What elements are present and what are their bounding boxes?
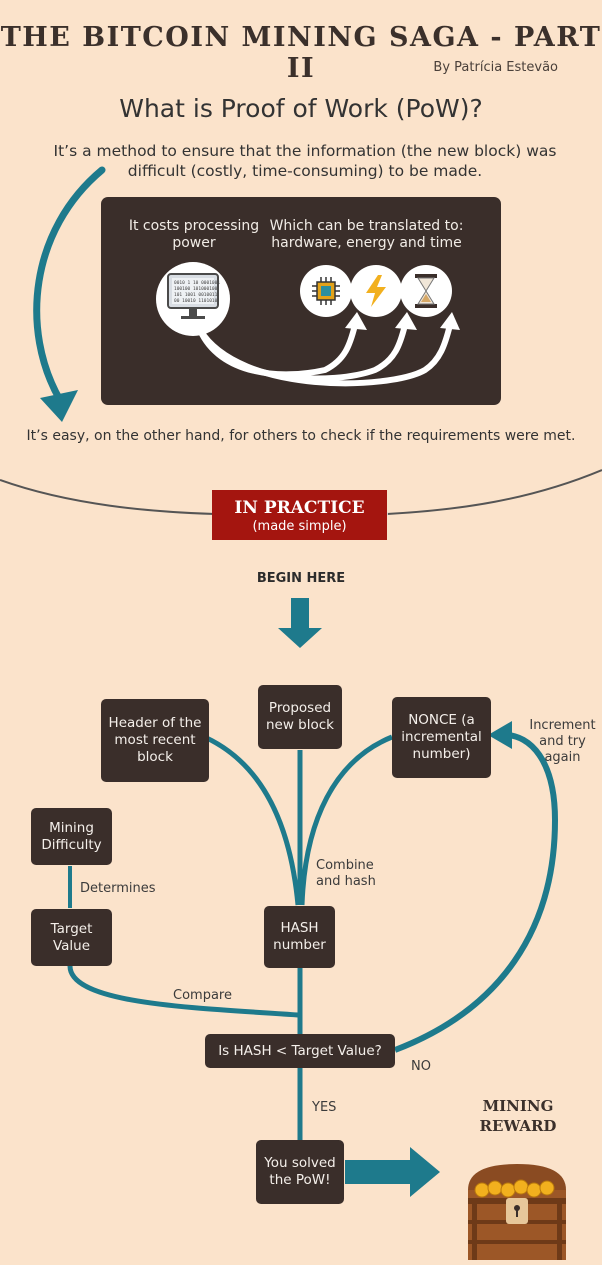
monitor-binary-line-4: 00 10010 1101010	[174, 298, 218, 304]
mining-difficulty-box: Mining Difficulty	[31, 808, 112, 865]
loop-no-to-nonce	[393, 732, 559, 1053]
hourglass-icon	[415, 274, 437, 308]
nonce-box: NONCE (a incremental number)	[392, 697, 491, 778]
treasure-chest-icon	[468, 1164, 566, 1260]
author-byline: By Patrícia Estevão	[433, 60, 558, 75]
practice-title: IN PRACTICE	[234, 498, 365, 518]
mining-reward-title: MINING REWARD	[479, 1097, 557, 1135]
in-practice-banner: IN PRACTICE (made simple)	[212, 490, 387, 540]
monitor-binary-line-2: 100100 101000100	[174, 286, 218, 292]
begin-here-label: BEGIN HERE	[256, 571, 346, 586]
pow-question: What is Proof of Work (PoW)?	[119, 94, 483, 123]
check-text: It’s easy, on the other hand, for others…	[26, 428, 576, 444]
solved-box: You solved the PoW!	[256, 1140, 344, 1204]
banner-string	[0, 469, 602, 515]
chip-icon	[312, 277, 340, 305]
yes-label: YES	[312, 1100, 337, 1115]
header-box: Header of the most recent block	[101, 699, 209, 782]
monitor-icon: 0010 1 10 0001001 100100 101000100 101 1…	[167, 273, 220, 319]
costs-label: It costs processing power	[128, 218, 260, 251]
monitor-binary-line-1: 0010 1 10 0001001	[174, 280, 220, 286]
no-label: NO	[411, 1059, 431, 1074]
left-arrow-head	[40, 390, 78, 422]
hash-number-box: HASH number	[264, 906, 335, 968]
lightning-icon	[366, 275, 386, 307]
compare-label: Compare	[173, 988, 232, 1003]
translated-label: Which can be translated to: hardware, en…	[269, 218, 464, 251]
decision-box: Is HASH < Target Value?	[205, 1034, 395, 1068]
combine-hash-label: Combine and hash	[316, 858, 376, 889]
monitor-binary-line-3: 101 1001 0010011	[174, 292, 218, 298]
left-curved-arrow	[33, 166, 106, 404]
pow-definition: It’s a method to ensure that the informa…	[53, 142, 557, 180]
determines-label: Determines	[80, 881, 156, 896]
proposed-block-box: Proposed new block	[258, 685, 342, 749]
connector-target-to-compare	[67, 965, 299, 1018]
loop-arrow-head	[488, 721, 512, 749]
begin-down-arrow	[278, 598, 322, 648]
cost-arrows	[197, 312, 460, 387]
connector-nonce-to-hash	[299, 734, 393, 906]
practice-subtitle: (made simple)	[252, 519, 347, 534]
reward-arrow	[345, 1147, 440, 1197]
increment-label: Increment and try again	[529, 718, 596, 765]
page-title: THE BITCOIN MINING SAGA - PART II	[0, 22, 602, 84]
target-value-box: Target Value	[31, 909, 112, 966]
connector-header-to-hash	[199, 732, 301, 906]
